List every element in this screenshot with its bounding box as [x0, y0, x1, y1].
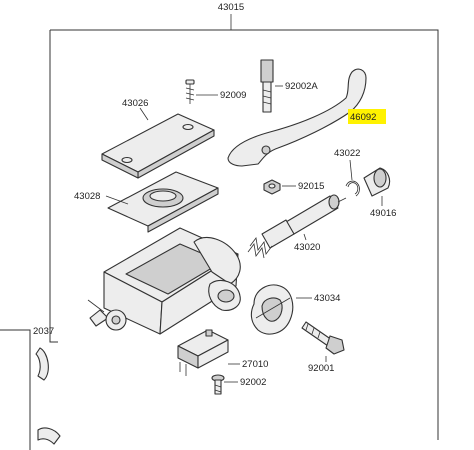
- assembly-frame: [49, 29, 439, 440]
- label-43028: 43028: [74, 191, 100, 202]
- lever-pivot-hole: [261, 145, 271, 155]
- label-46092: 46092: [350, 112, 376, 123]
- label-92015: 92015: [298, 181, 324, 192]
- label-27010: 27010: [242, 359, 268, 370]
- cap-43034: [250, 284, 294, 335]
- circlip-43022: [345, 180, 360, 197]
- label-43022: 43022: [334, 148, 360, 159]
- label-92002A: 92002A: [285, 81, 318, 92]
- brake-switch-27010: [177, 329, 229, 376]
- adjacent-hose-fitting: [35, 347, 49, 381]
- screw-92009: [185, 79, 195, 104]
- label-43020: 43020: [294, 242, 320, 253]
- cap-hole-left: [121, 156, 133, 164]
- reservoir-cap-side: [101, 153, 139, 179]
- assembly-number-label: 43015: [218, 2, 244, 13]
- leader-43020: [303, 233, 307, 241]
- label-43034: 43034: [314, 293, 340, 304]
- master-cylinder-body: [87, 227, 241, 335]
- label-49016: 49016: [370, 208, 396, 219]
- brake-lever-46092: [227, 68, 367, 167]
- piston-assembly-43020: [247, 194, 347, 259]
- adjacent-part-label: 2037: [33, 326, 54, 337]
- leader-43026: [139, 107, 149, 121]
- highlight-46092: [348, 109, 386, 124]
- leader-43022: [349, 159, 353, 181]
- bolt-92001: [301, 321, 345, 355]
- diaphragm-43028: [107, 171, 219, 233]
- nut-92015: [263, 179, 281, 195]
- adjacent-frame: [0, 329, 31, 450]
- leader-43028: [105, 195, 129, 205]
- pivot-bolt-92002A: [260, 59, 274, 113]
- label-43026: 43026: [122, 98, 148, 109]
- screw-92002: [211, 374, 225, 395]
- label-92002: 92002: [240, 377, 266, 388]
- label-92001: 92001: [308, 363, 334, 374]
- label-92009: 92009: [220, 90, 246, 101]
- dust-boot-49016: [363, 167, 391, 197]
- cap-hole-right: [182, 123, 194, 131]
- adjacent-part-bottom: [37, 427, 61, 445]
